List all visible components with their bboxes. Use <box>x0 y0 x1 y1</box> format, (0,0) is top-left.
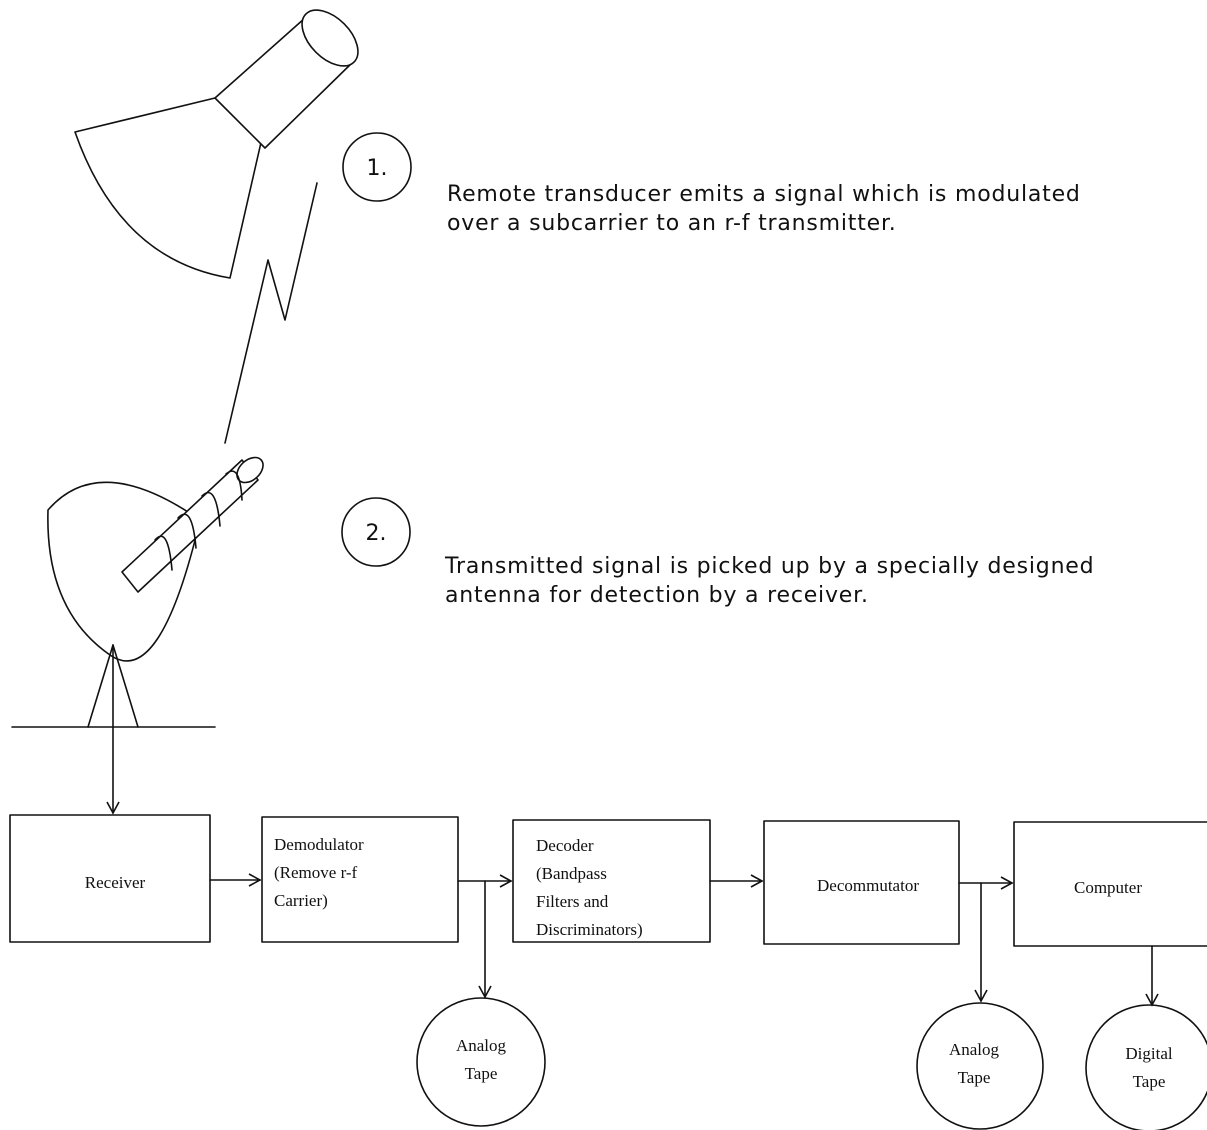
computer-block: Computer <box>1013 821 1207 947</box>
analog-tape-2: Analog Tape <box>916 1002 1044 1130</box>
svg-text:Analog: Analog <box>456 1036 507 1055</box>
svg-text:1.: 1. <box>367 156 388 181</box>
svg-text:Digital: Digital <box>1125 1044 1172 1063</box>
step-1-caption: Remote transducer emits a signal which i… <box>447 180 1081 238</box>
svg-text:Filters and: Filters and <box>536 892 609 911</box>
decommutator-block: Decommutator <box>763 820 960 945</box>
svg-text:Discriminators): Discriminators) <box>536 920 643 939</box>
antenna-illustration <box>11 456 264 728</box>
step-1-marker: 1. <box>342 132 412 202</box>
svg-text:Tape: Tape <box>1133 1072 1166 1091</box>
svg-text:Carrier): Carrier) <box>274 891 328 910</box>
transducer-illustration <box>74 9 359 279</box>
decoder-block: Decoder (Bandpass Filters and Discrimina… <box>512 819 711 943</box>
step-2-caption: Transmitted signal is picked up by a spe… <box>445 552 1094 610</box>
svg-text:2.: 2. <box>366 521 387 546</box>
svg-text:Demodulator: Demodulator <box>274 835 364 854</box>
svg-text:Decoder: Decoder <box>536 836 594 855</box>
step-1-caption-line: Remote transducer emits a signal which i… <box>447 182 1081 207</box>
svg-text:Decommutator: Decommutator <box>817 876 919 895</box>
svg-text:Tape: Tape <box>958 1068 991 1087</box>
svg-text:Computer: Computer <box>1074 878 1142 897</box>
analog-tape-1: Analog Tape <box>416 997 546 1127</box>
svg-text:Receiver: Receiver <box>85 873 146 892</box>
digital-tape: Digital Tape <box>1085 1004 1207 1130</box>
svg-text:(Bandpass: (Bandpass <box>536 864 607 883</box>
svg-text:Analog: Analog <box>949 1040 1000 1059</box>
svg-text:Tape: Tape <box>465 1064 498 1083</box>
receiver-block: Receiver <box>9 814 211 943</box>
demodulator-block: Demodulator (Remove r-f Carrier) <box>261 816 459 943</box>
radio-signal-icon <box>224 182 318 444</box>
step-2-caption-line: antenna for detection by a receiver. <box>445 583 869 608</box>
step-1-caption-line: over a subcarrier to an r-f transmitter. <box>447 211 897 236</box>
step-2-caption-line: Transmitted signal is picked up by a spe… <box>445 554 1095 579</box>
step-2-marker: 2. <box>341 497 411 567</box>
svg-text:(Remove r-f: (Remove r-f <box>274 863 358 882</box>
